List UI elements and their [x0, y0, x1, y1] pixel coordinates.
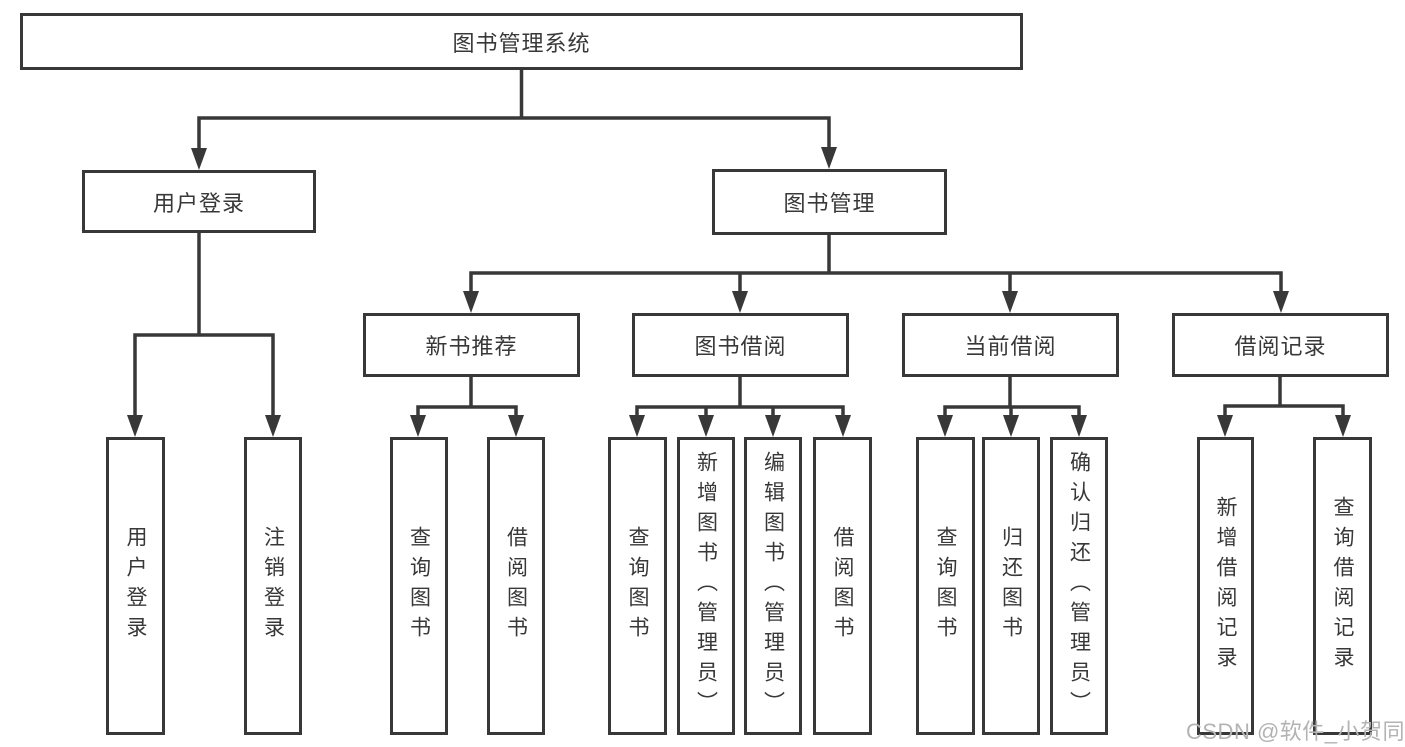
leaf-label: 查询图书: [626, 526, 649, 646]
node-label: 新书推荐: [425, 334, 518, 359]
watermark: CSDN @软件_小贺同学: [1186, 719, 1405, 744]
leaf-label: 注销登录: [261, 526, 285, 646]
node-borrow-records: 借阅记录: [1172, 313, 1389, 377]
leaf-query-books-recommend: 查询图书: [390, 437, 448, 735]
leaf-query-borrow-record: 查询借阅记录: [1313, 437, 1372, 735]
node-new-book-recommend: 新书推荐: [363, 313, 580, 377]
leaf-label: 新增图书（管理员）: [694, 451, 718, 721]
leaf-add-borrow-record: 新增借阅记录: [1197, 437, 1254, 735]
node-label: 借阅记录: [1234, 334, 1327, 359]
leaf-label: 借阅图书: [504, 526, 528, 646]
node-label: 当前借阅: [964, 334, 1057, 359]
leaf-user-login: 用户登录: [106, 437, 165, 735]
node-current-borrowing: 当前借阅: [902, 313, 1119, 377]
leaf-add-book-admin: 新增图书（管理员）: [677, 437, 735, 735]
leaf-label: 新增借阅记录: [1214, 496, 1237, 676]
leaf-label: 编辑图书（管理员）: [761, 451, 785, 721]
leaf-label: 查询图书: [934, 526, 957, 646]
leaf-label: 用户登录: [124, 526, 147, 646]
leaf-label: 确认归还（管理员）: [1067, 451, 1091, 721]
arrowheads: [127, 147, 1351, 437]
leaf-return-books: 归还图书: [982, 437, 1040, 735]
leaf-label: 查询图书: [407, 526, 431, 646]
node-label: 图书管理: [783, 191, 876, 216]
leaf-query-books-current: 查询图书: [916, 437, 975, 735]
node-library-system: 图书管理系统: [20, 13, 1023, 70]
leaf-label: 借阅图书: [831, 526, 854, 646]
node-book-management: 图书管理: [712, 169, 947, 235]
leaf-label: 查询借阅记录: [1331, 496, 1354, 676]
node-label: 用户登录: [152, 190, 245, 216]
leaf-logout: 注销登录: [244, 437, 302, 735]
leaf-label: 归还图书: [999, 526, 1023, 646]
leaf-edit-book-admin: 编辑图书（管理员）: [744, 437, 802, 735]
node-label: 图书借阅: [694, 334, 787, 359]
leaf-confirm-return-admin: 确认归还（管理员）: [1050, 437, 1108, 735]
node-user-login: 用户登录: [82, 170, 316, 233]
node-label: 图书管理系统: [452, 30, 591, 56]
leaf-query-books-borrowing: 查询图书: [608, 437, 667, 735]
node-book-borrowing: 图书借阅: [632, 313, 849, 377]
leaf-borrow-books-recommend: 借阅图书: [487, 437, 545, 735]
leaf-borrow-books: 借阅图书: [813, 437, 872, 735]
